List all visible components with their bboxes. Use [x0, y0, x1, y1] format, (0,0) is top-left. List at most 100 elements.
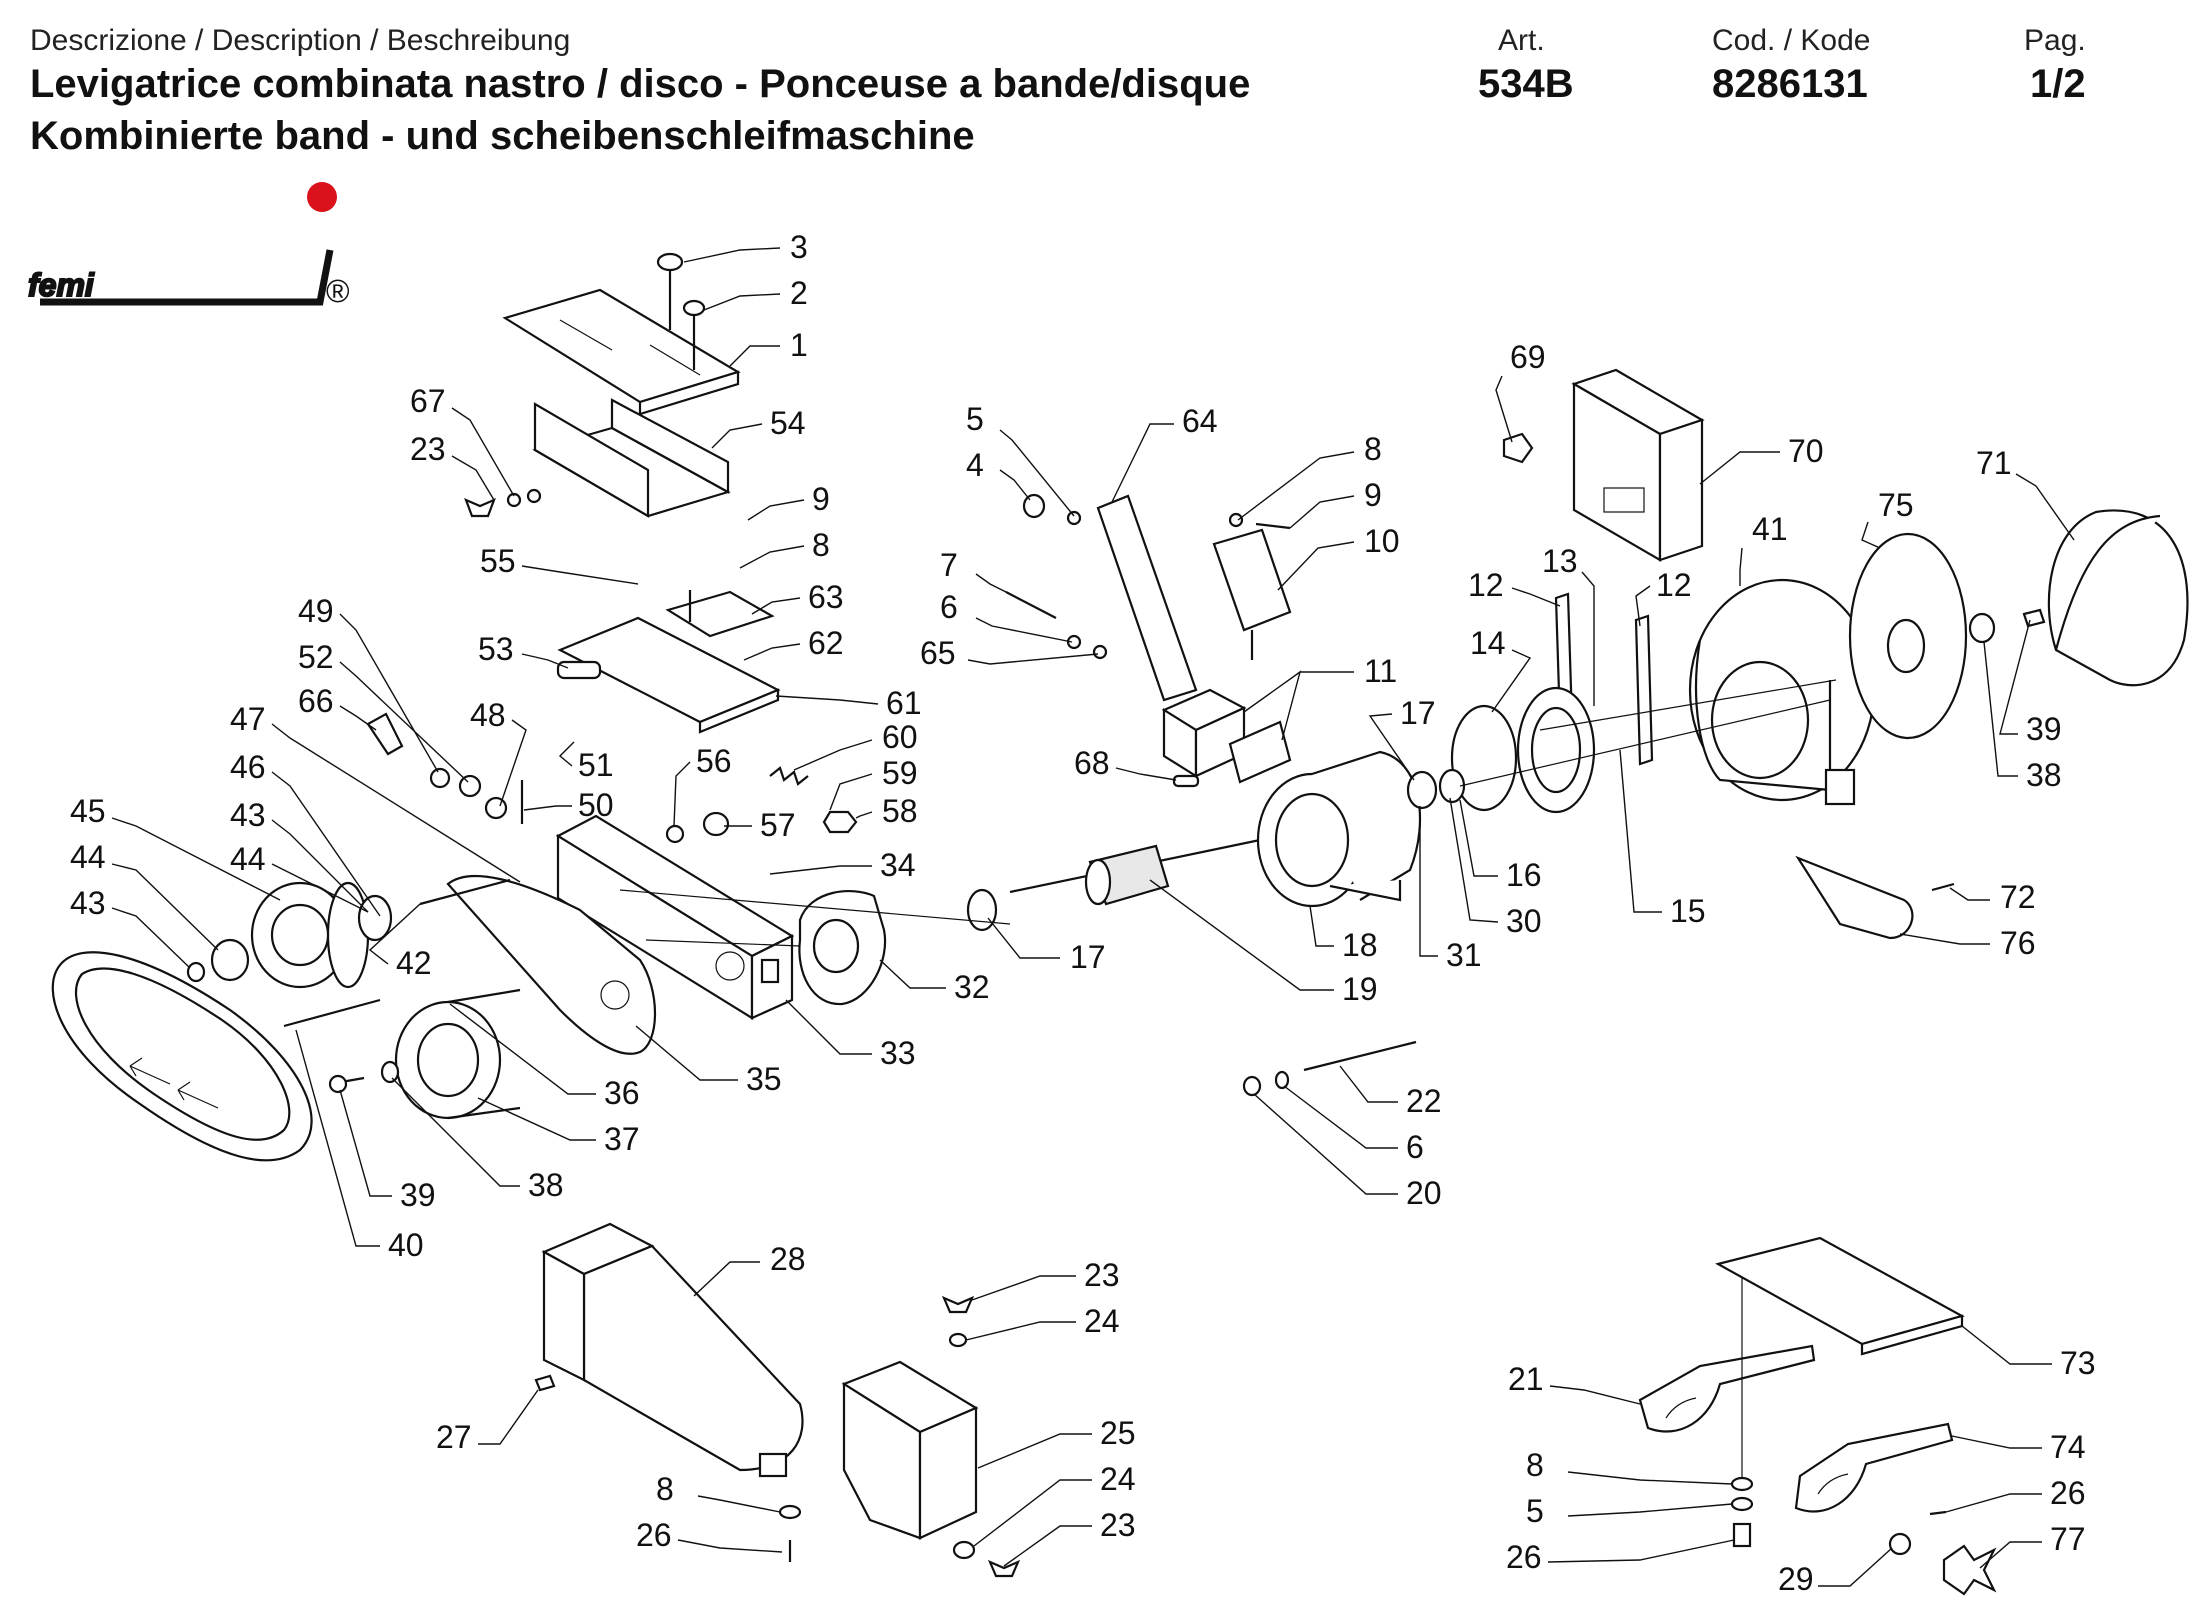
callout-number: 38	[2026, 757, 2062, 793]
callout-number: 44	[70, 839, 106, 875]
leader-line	[451, 455, 495, 501]
callout-number: 38	[528, 1167, 564, 1203]
callout-number: 58	[882, 793, 918, 829]
leader-line	[829, 773, 873, 811]
code-value: 8286131	[1712, 62, 1868, 106]
callout-number: 8	[1526, 1447, 1544, 1483]
callout-number: 2	[790, 275, 808, 311]
callout-number: 35	[746, 1061, 782, 1097]
leader-line	[391, 1077, 520, 1187]
leader-line	[1309, 905, 1334, 947]
description-label: Descrizione / Description / Beschreibung	[30, 24, 571, 57]
callout-number: 63	[808, 579, 844, 615]
roller-upper-part	[250, 881, 370, 989]
callout-number: 54	[770, 405, 806, 441]
callout-number: 48	[470, 697, 506, 733]
callout-number: 17	[1070, 939, 1106, 975]
callout-number: 13	[1542, 543, 1578, 579]
leader-line	[1945, 1493, 2042, 1513]
pin-part	[556, 660, 602, 680]
callout-number: 14	[1470, 625, 1506, 661]
leader-line	[558, 741, 575, 767]
leader-line	[499, 719, 527, 807]
callout-number: 7	[940, 547, 958, 583]
callout-number: 74	[2050, 1429, 2086, 1465]
leader-line	[879, 959, 946, 989]
callout-number: 34	[880, 847, 916, 883]
leader-line	[1237, 451, 1355, 521]
leader-line	[523, 805, 572, 811]
callout-number: 28	[770, 1241, 806, 1277]
table-fastener-parts	[1730, 1278, 1997, 1596]
leader-line	[1003, 1525, 1092, 1567]
leader-line	[1979, 1541, 2042, 1569]
leader-line	[1949, 887, 1990, 901]
callout-number: 73	[2060, 1345, 2096, 1381]
frame-part	[555, 814, 795, 1020]
callout-number: 56	[696, 743, 732, 779]
callout-number: 31	[1446, 937, 1482, 973]
page-label: Pag.	[2024, 24, 2086, 57]
rotor-part	[1009, 838, 1261, 906]
leader-line	[977, 1433, 1092, 1469]
leader-line	[1581, 571, 1595, 706]
callout-number: 43	[230, 797, 266, 833]
callout-number: 1	[790, 327, 808, 363]
leader-line	[339, 613, 439, 773]
callout-number: 3	[790, 229, 808, 265]
callout-number: 39	[400, 1177, 436, 1213]
leader-line	[339, 1089, 392, 1197]
callout-number: 26	[636, 1517, 672, 1553]
callout-number: 69	[1510, 339, 1546, 375]
roller-lower-part	[394, 988, 521, 1120]
disc-housing-part	[1688, 578, 1876, 806]
leader-line	[965, 1321, 1076, 1341]
callout-number: 75	[1878, 487, 1914, 523]
guard-knob-part	[1502, 432, 1534, 464]
shaft-part	[419, 878, 511, 906]
disc-fastener-parts	[1968, 608, 2046, 644]
callout-number: 6	[1406, 1129, 1424, 1165]
leader-line	[975, 617, 1073, 643]
leader-line	[521, 653, 569, 669]
leader-line	[693, 1261, 760, 1297]
leader-line	[271, 819, 369, 913]
switch-box-part	[1161, 688, 1292, 784]
leader-line	[477, 1097, 596, 1141]
leader-line	[999, 429, 1075, 517]
callout-number: 9	[1364, 477, 1382, 513]
bearing-17-part	[966, 888, 998, 932]
code-label: Cod. / Kode	[1712, 24, 1871, 57]
disc-guard-part	[2047, 509, 2189, 687]
callout-number: 59	[882, 755, 918, 791]
callout-number: 23	[1084, 1257, 1120, 1293]
motor-housing-part	[1256, 750, 1422, 908]
mount-plate-part	[557, 616, 781, 734]
leader-line	[1619, 749, 1662, 913]
arm-part	[446, 874, 656, 1055]
leader-line	[111, 817, 281, 901]
callout-number: 20	[1406, 1175, 1442, 1211]
leader-line	[1861, 521, 1881, 549]
leader-line	[449, 1003, 596, 1095]
leader-line	[743, 643, 801, 661]
leader-line	[2015, 473, 2075, 541]
leader-line	[855, 811, 873, 819]
logo-registered-mark: ®	[326, 273, 350, 309]
callout-number: 66	[298, 683, 334, 719]
callout-number: 77	[2050, 1521, 2086, 1557]
page-value: 1/2	[2030, 62, 2086, 106]
bearing-parts	[186, 894, 393, 983]
callout-number: 16	[1506, 857, 1542, 893]
callout-number: 15	[1670, 893, 1706, 929]
callout-number: 22	[1406, 1083, 1442, 1119]
callout-number: 71	[1976, 445, 2012, 481]
leader-line	[635, 1025, 738, 1081]
callout-number: 12	[1656, 567, 1692, 603]
leader-line	[729, 345, 780, 367]
rod-parts	[1242, 1040, 1417, 1097]
belt-pin-parts	[283, 998, 400, 1094]
leader-line	[1253, 1093, 1398, 1195]
wing-screw-parts	[464, 488, 542, 518]
leader-line	[1277, 541, 1355, 591]
